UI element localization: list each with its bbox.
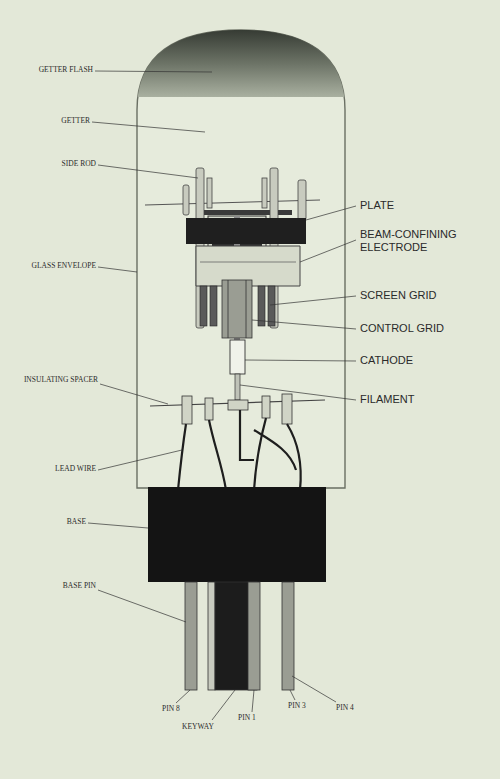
- pin-label: PIN 8: [162, 705, 180, 714]
- part-label: CONTROL GRID: [360, 322, 444, 335]
- part-label: SIDE ROD: [62, 160, 96, 169]
- cathode: [230, 340, 245, 374]
- plate: [186, 218, 306, 244]
- part-label: GETTER FLASH: [39, 66, 93, 75]
- getter-flash: [130, 25, 350, 97]
- part-label: GLASS ENVELOPE: [32, 262, 96, 271]
- base-pins: [185, 582, 294, 690]
- part-label: PLATE: [360, 199, 394, 212]
- pin-label: PIN 3: [288, 702, 306, 711]
- pin-label: PIN 4: [336, 704, 354, 713]
- part-label: BEAM-CONFINING ELECTRODE: [360, 228, 495, 253]
- part-label: BASE PIN: [63, 582, 96, 591]
- lead-wires: [178, 410, 301, 490]
- part-label: FILAMENT: [360, 393, 414, 406]
- part-label: LEAD WIRE: [55, 465, 96, 474]
- glass-envelope: [137, 30, 345, 488]
- part-label: CATHODE: [360, 354, 413, 367]
- control-grid: [222, 280, 252, 338]
- part-label: BASE: [67, 518, 86, 527]
- part-label: SCREEN GRID: [360, 289, 436, 302]
- pin-label: PIN 1: [238, 714, 256, 723]
- part-label: GETTER: [61, 117, 90, 126]
- filament: [235, 374, 240, 400]
- part-label: INSULATING SPACER: [24, 376, 98, 385]
- part-label: KEYWAY: [182, 723, 214, 732]
- base: [148, 487, 326, 582]
